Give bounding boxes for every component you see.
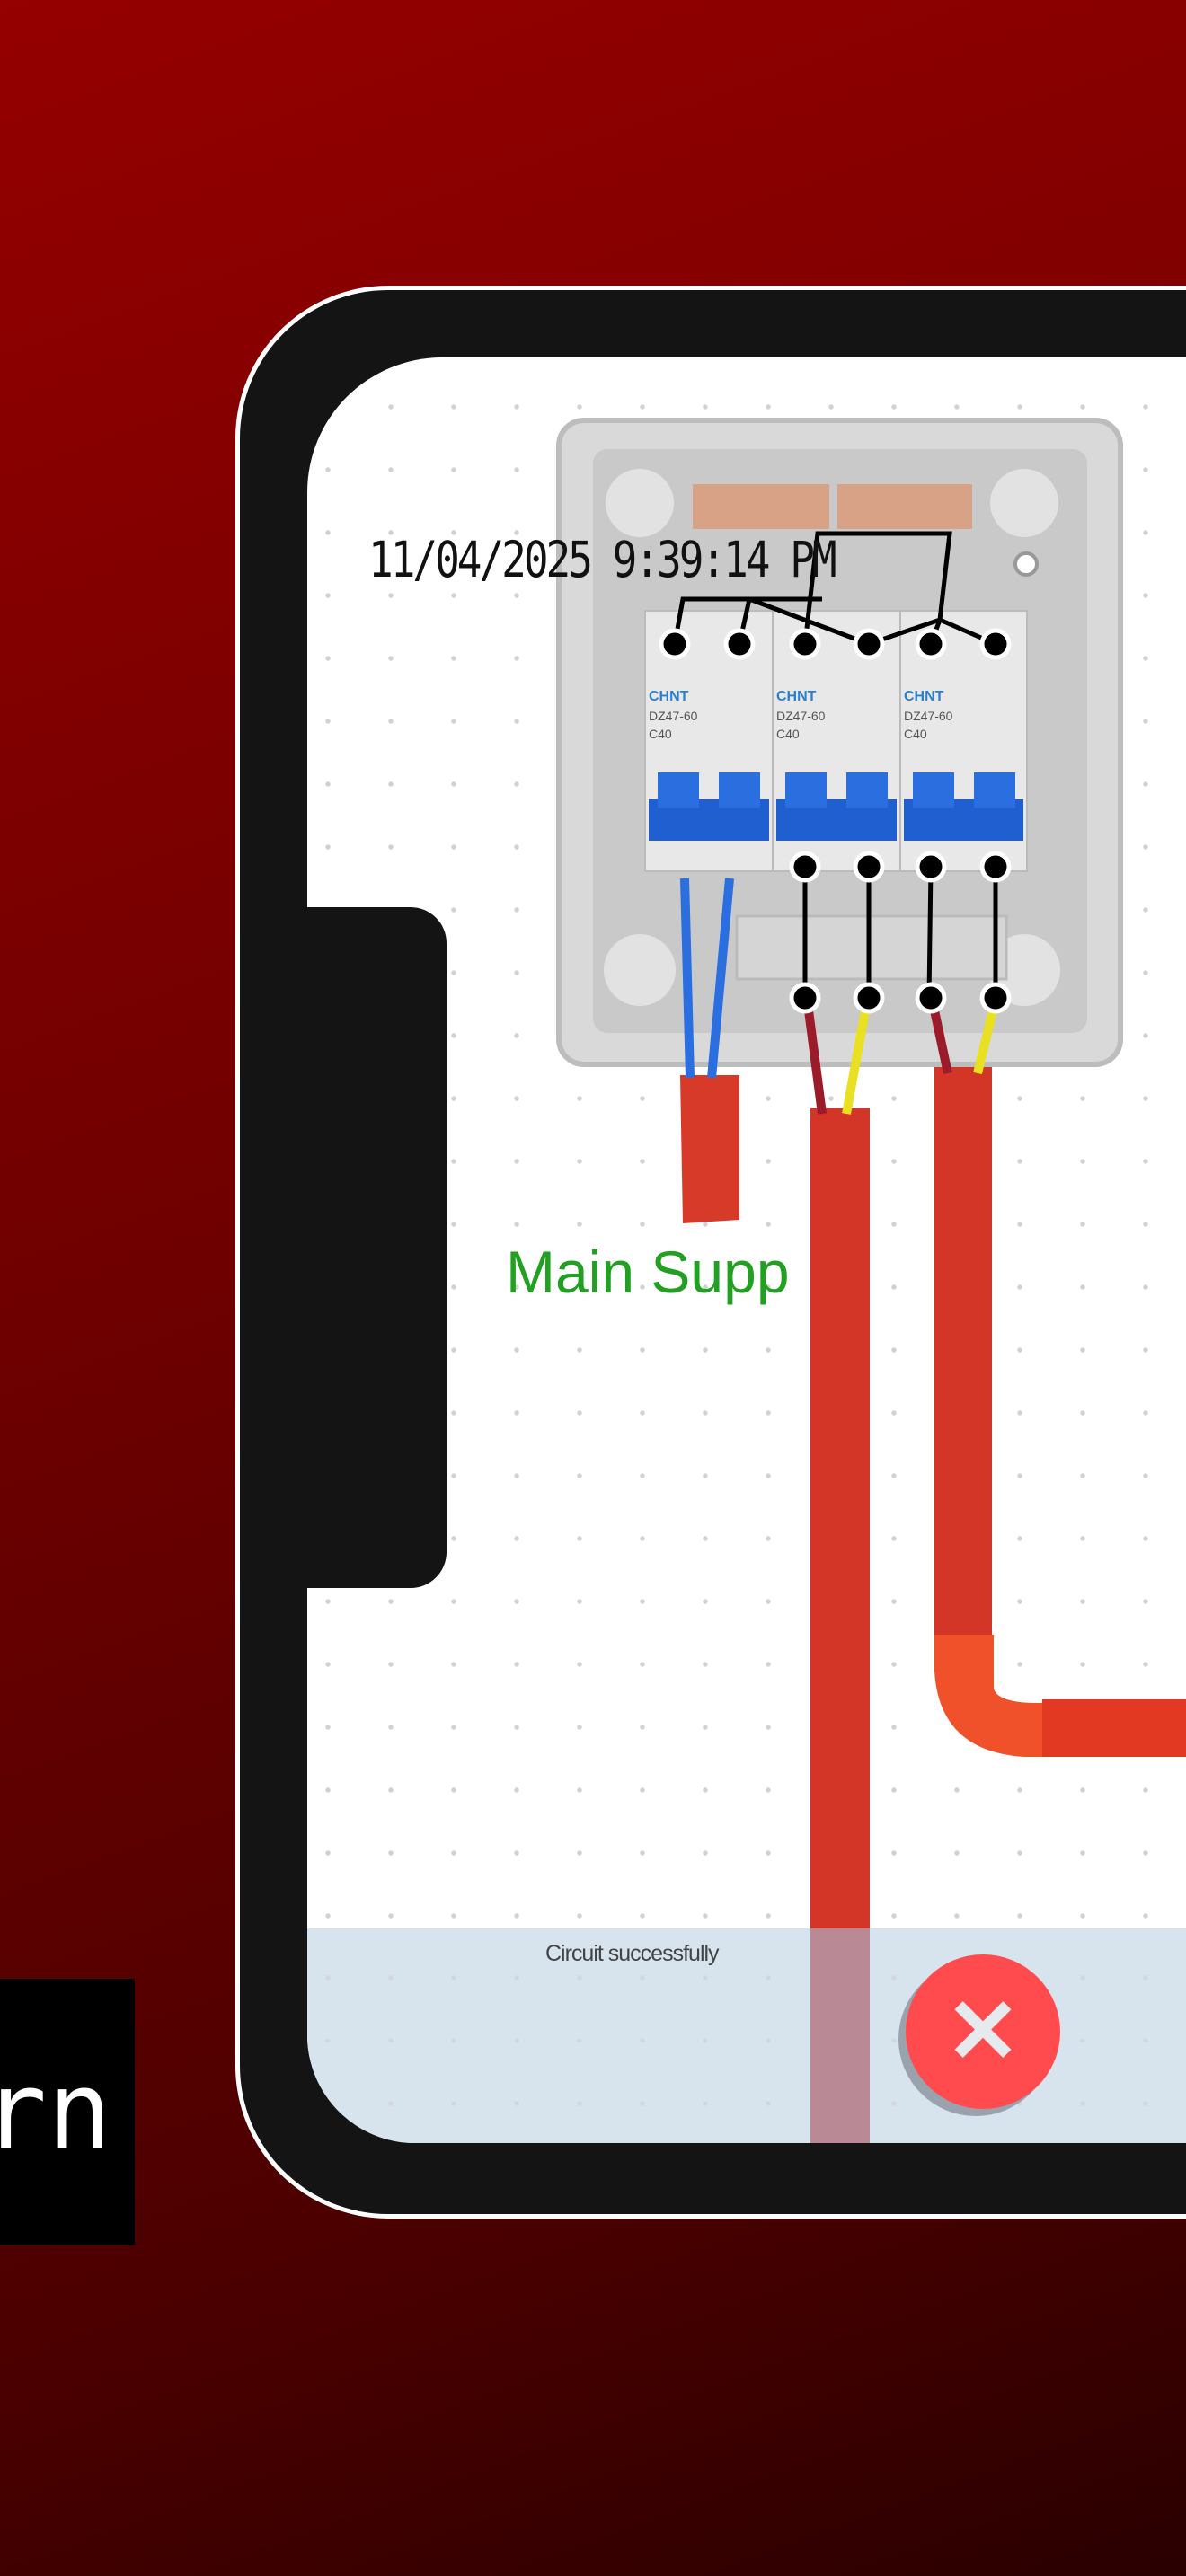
breaker-model: DZ47-60 — [776, 709, 826, 723]
breaker-rating: C40 — [904, 727, 927, 741]
frame-notch — [307, 907, 447, 1588]
main-supply-label: Main Supp — [506, 1239, 790, 1305]
conduits — [680, 1067, 1186, 2143]
drawn-wires — [672, 531, 998, 999]
terminal — [979, 982, 1012, 1014]
terminal — [979, 628, 1012, 660]
breaker-model: DZ47-60 — [649, 709, 698, 723]
conduit-right — [934, 1067, 992, 1642]
breaker-model: DZ47-60 — [904, 709, 953, 723]
terminal — [789, 628, 821, 660]
terminal — [789, 851, 821, 883]
conduit-elbow — [934, 1635, 1042, 1757]
terminal — [915, 851, 947, 883]
bus-bar — [837, 484, 972, 529]
breaker-rating: C40 — [649, 727, 672, 741]
bottom-panel: Circuit successfully ✕ — [307, 1928, 1186, 2143]
conduit-horizontal — [1042, 1699, 1186, 1757]
terminal — [789, 982, 821, 1014]
bus-bar — [693, 484, 829, 529]
breaker-brand: CHNT — [776, 689, 817, 704]
terminal — [915, 628, 947, 660]
side-panel: rn — [0, 1979, 135, 2245]
terminals[interactable] — [659, 628, 1012, 1014]
terminal — [659, 628, 691, 660]
side-panel-text: rn — [0, 2050, 112, 2175]
status-message: Circuit successfully — [545, 1941, 720, 1966]
breaker-rating: C40 — [776, 727, 800, 741]
close-button[interactable]: ✕ — [906, 1954, 1060, 2109]
terminal — [853, 628, 885, 660]
terminal — [915, 982, 947, 1014]
cable-wires — [680, 878, 997, 1115]
breaker-brand: CHNT — [649, 689, 689, 704]
breaker-brand: CHNT — [904, 689, 944, 704]
breakers: CHNT DZ47-60 C40 CHNT DZ47-60 C40 CHNT D… — [644, 610, 1028, 872]
close-icon: ✕ — [945, 1981, 1021, 2082]
terminal — [853, 982, 885, 1014]
terminal — [853, 851, 885, 883]
terminal — [723, 628, 756, 660]
timestamp: 11/04/2025 9:39:14 PM — [368, 530, 837, 589]
terminal — [979, 851, 1012, 883]
conduit-main-supply — [680, 1075, 739, 1223]
